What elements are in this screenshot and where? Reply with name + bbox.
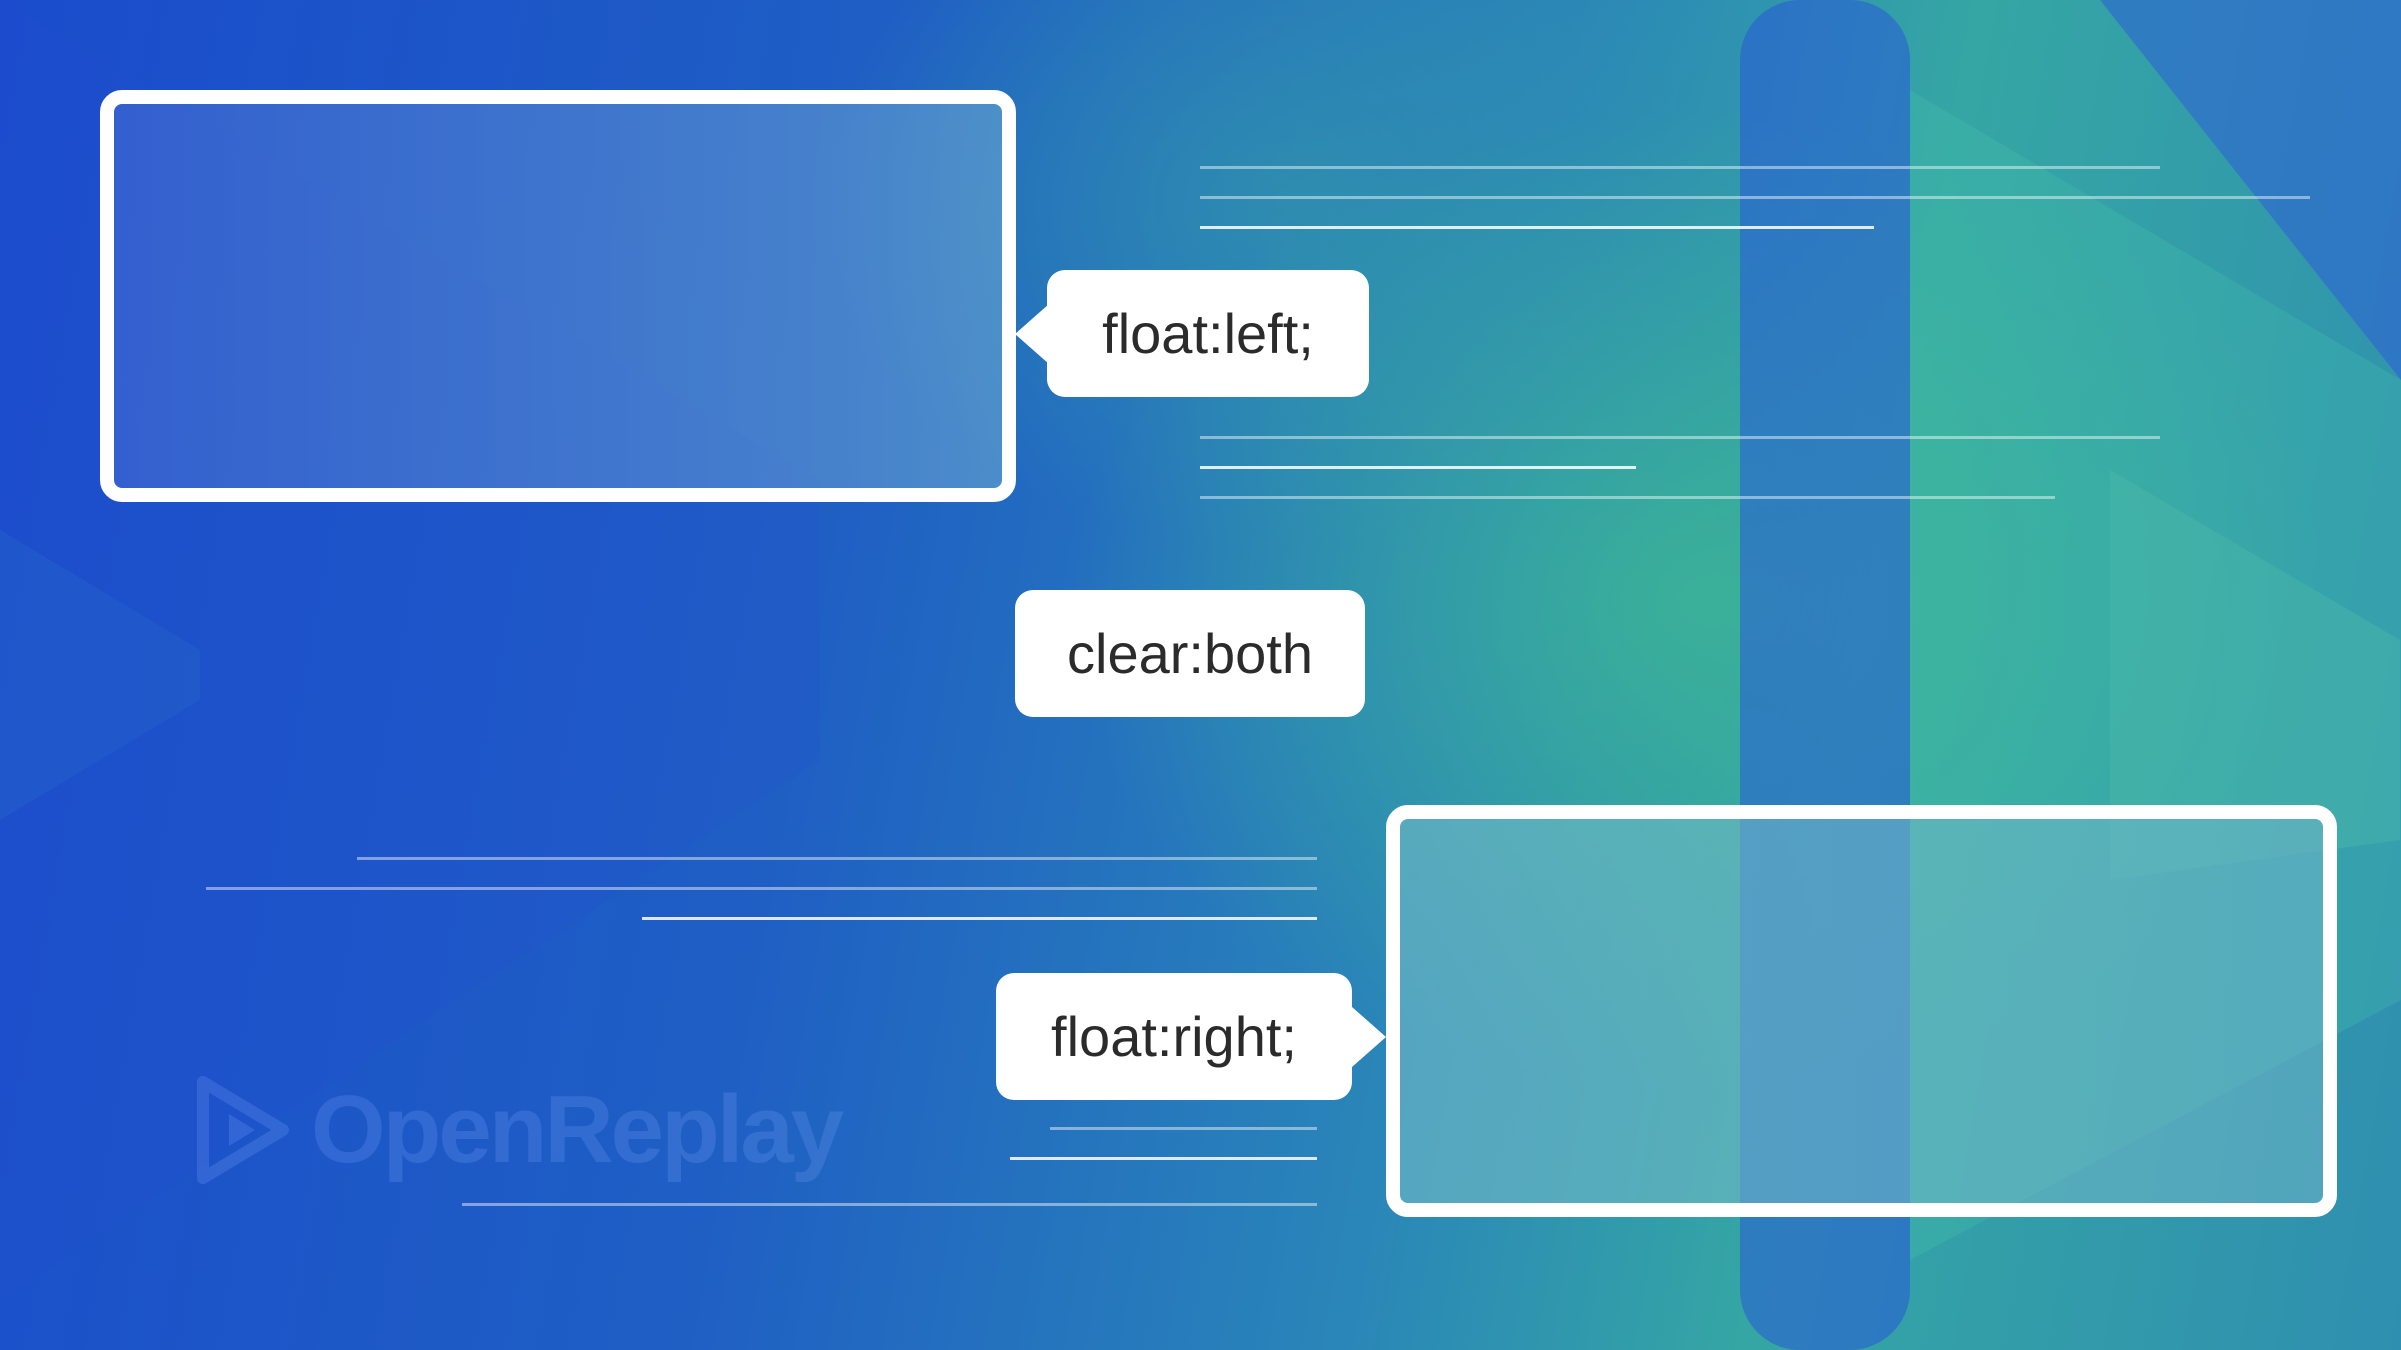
- text-line: [1200, 466, 1636, 469]
- float-right-text: float:right;: [1051, 1005, 1297, 1068]
- float-left-label: float:left;: [1015, 270, 1369, 397]
- text-line: [357, 857, 1317, 860]
- float-right-label: float:right;: [996, 973, 1386, 1100]
- float-right-box: [1386, 805, 2337, 1217]
- text-line: [1200, 166, 2160, 169]
- text-line: [642, 917, 1317, 920]
- text-line: [1200, 226, 1874, 229]
- clear-both-text: clear:both: [1067, 622, 1313, 685]
- clear-both-label: clear:both: [1015, 590, 1365, 717]
- text-line: [1050, 1127, 1317, 1130]
- text-line: [1200, 496, 2055, 499]
- logo-text: OpenReplay: [311, 1076, 844, 1183]
- text-line: [462, 1203, 1317, 1206]
- float-left-text: float:left;: [1102, 302, 1314, 365]
- text-line: [206, 887, 1317, 890]
- text-line: [1200, 436, 2160, 439]
- play-triangle-icon: [197, 1076, 289, 1184]
- text-line: [1200, 196, 2310, 199]
- float-left-box: [100, 90, 1016, 502]
- text-line: [1010, 1157, 1317, 1160]
- openreplay-logo: OpenReplay: [195, 1075, 844, 1185]
